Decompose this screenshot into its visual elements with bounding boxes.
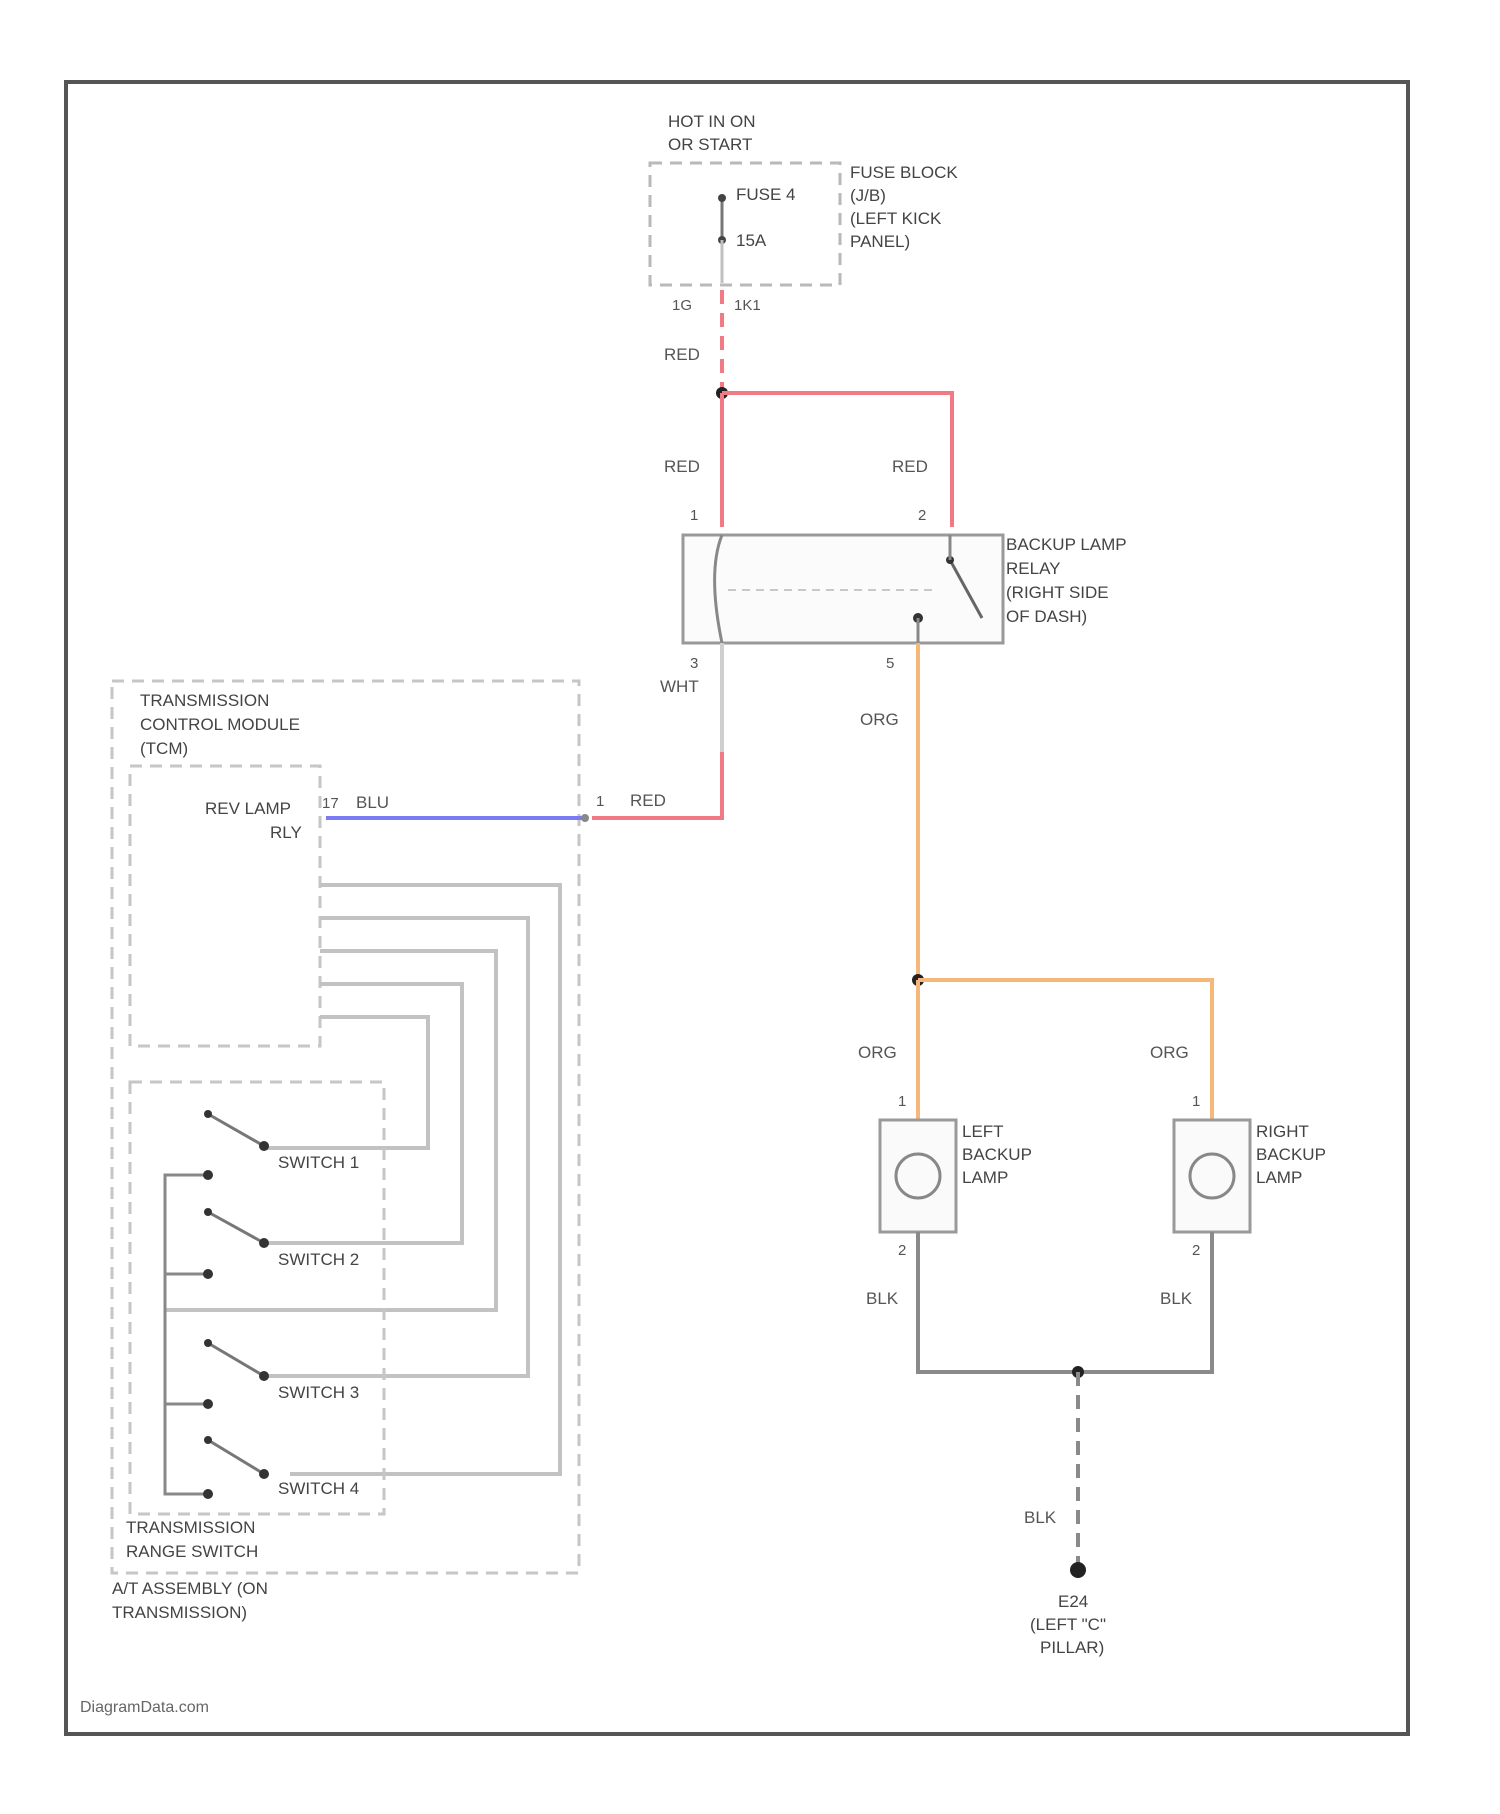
switch-1-common xyxy=(203,1170,213,1180)
switch-3-common xyxy=(203,1399,213,1409)
switch-4-arm xyxy=(208,1440,264,1474)
ground-point xyxy=(1070,1562,1086,1578)
wire-label-right-branch: RED xyxy=(892,457,928,476)
fuse-name: FUSE 4 xyxy=(736,185,796,204)
left-lamp-pin-top: 1 xyxy=(898,1093,906,1110)
wire-label-right-ground: BLK xyxy=(1160,1289,1193,1308)
tcm-label-2: CONTROL MODULE xyxy=(140,715,300,734)
fuse-connector-left: 1G xyxy=(672,297,692,314)
left-lamp-label-3: LAMP xyxy=(962,1168,1008,1187)
fuse-block-label-2: (J/B) xyxy=(850,186,886,205)
fuse-terminal-top xyxy=(718,194,726,202)
fuse-block-box xyxy=(650,163,840,285)
range-switch-label-1: TRANSMISSION xyxy=(126,1518,255,1537)
at-assembly-label-1: A/T ASSEMBLY (ON xyxy=(112,1579,268,1598)
range-switch-label-2: RANGE SWITCH xyxy=(126,1542,258,1561)
right-lamp-label-3: LAMP xyxy=(1256,1168,1302,1187)
switch-1-label: SWITCH 1 xyxy=(278,1153,359,1172)
right-lamp-label-2: BACKUP xyxy=(1256,1145,1326,1164)
switch-4-common xyxy=(203,1489,213,1499)
wire-label-to-right-lamp: ORG xyxy=(1150,1043,1189,1062)
switch-2-pivot xyxy=(204,1208,212,1216)
at-assembly-box xyxy=(112,681,579,1573)
signal-wire-4 xyxy=(262,984,462,1243)
at-assembly-label-2: TRANSMISSION) xyxy=(112,1603,247,1622)
switch-3-contact xyxy=(259,1371,269,1381)
wire-label-to-tcm: RED xyxy=(630,791,666,810)
right-lamp-label-1: RIGHT xyxy=(1256,1122,1309,1141)
switch-3-arm xyxy=(208,1343,264,1376)
tcm-label-1: TRANSMISSION xyxy=(140,691,269,710)
relay-pin-1: 1 xyxy=(690,507,698,524)
diagram-frame xyxy=(66,82,1408,1734)
power-label-line1: HOT IN ON xyxy=(668,112,756,131)
switch-4-label: SWITCH 4 xyxy=(278,1479,359,1498)
relay-pin-2: 2 xyxy=(918,507,926,524)
wire-label-fuse-out: RED xyxy=(664,345,700,364)
right-lamp-box xyxy=(1174,1120,1250,1232)
footer-watermark: DiagramData.com xyxy=(80,1699,209,1716)
ground-label-2: (LEFT "C" xyxy=(1030,1615,1106,1634)
wire-label-left-branch: RED xyxy=(664,457,700,476)
switch-3-pivot xyxy=(204,1339,212,1347)
range-switch-common xyxy=(165,1175,208,1494)
relay-label-1: BACKUP LAMP xyxy=(1006,535,1127,554)
relay-label-4: OF DASH) xyxy=(1006,607,1087,626)
wire-label-relay-out: ORG xyxy=(860,710,899,729)
wire-label-main-ground: BLK xyxy=(1024,1508,1057,1527)
right-backup-lamp: 1 2 RIGHT BACKUP LAMP xyxy=(1174,1093,1326,1259)
wire-label-relay-coil-out: WHT xyxy=(660,677,699,696)
switch-1-pivot xyxy=(204,1110,212,1118)
tcm-connector-pin: 1 xyxy=(596,793,604,810)
relay-label-2: RELAY xyxy=(1006,559,1061,578)
fuse-connector-right: 1K1 xyxy=(734,297,761,314)
tcm-connector-terminal xyxy=(581,814,589,822)
tcm-rev-lamp-line2: RLY xyxy=(270,823,302,842)
fuse-block-label-4: PANEL) xyxy=(850,232,910,251)
switch-4: SWITCH 4 xyxy=(203,1436,359,1499)
switch-1: SWITCH 1 xyxy=(203,1110,359,1180)
tcm-rev-lamp-line1: REV LAMP xyxy=(205,799,291,818)
switch-2-label: SWITCH 2 xyxy=(278,1250,359,1269)
left-backup-lamp: 1 2 LEFT BACKUP LAMP xyxy=(880,1093,1032,1259)
switch-2-common xyxy=(203,1269,213,1279)
switch-3-label: SWITCH 3 xyxy=(278,1383,359,1402)
wire-label-left-ground: BLK xyxy=(866,1289,899,1308)
fuse-rating: 15A xyxy=(736,231,767,250)
switch-2-arm xyxy=(208,1212,264,1243)
ground-label-3: PILLAR) xyxy=(1040,1638,1104,1657)
switch-4-pivot xyxy=(204,1436,212,1444)
signal-wire-5 xyxy=(262,1017,428,1148)
tcm-label-3: (TCM) xyxy=(140,739,188,758)
relay-pin-3: 3 xyxy=(690,655,698,672)
right-lamp-pin-top: 1 xyxy=(1192,1093,1200,1110)
switch-2-contact xyxy=(259,1238,269,1248)
power-label-line2: OR START xyxy=(668,135,752,154)
relay-pin-5: 5 xyxy=(886,655,894,672)
switch-1-arm xyxy=(208,1114,264,1146)
switch-4-contact xyxy=(259,1469,269,1479)
fuse-block-label-3: (LEFT KICK xyxy=(850,209,942,228)
right-lamp-pin-bottom: 2 xyxy=(1192,1242,1200,1259)
relay-label-3: (RIGHT SIDE xyxy=(1006,583,1109,602)
wire-label-tcm-blu: BLU xyxy=(356,793,389,812)
left-lamp-pin-bottom: 2 xyxy=(898,1242,906,1259)
tcm-pin-17: 17 xyxy=(322,795,339,812)
left-lamp-label-2: BACKUP xyxy=(962,1145,1032,1164)
wire-label-to-left-lamp: ORG xyxy=(858,1043,897,1062)
switch-1-contact xyxy=(259,1141,269,1151)
left-lamp-box xyxy=(880,1120,956,1232)
signal-wires xyxy=(165,885,560,1474)
ground-label-1: E24 xyxy=(1058,1592,1088,1611)
left-lamp-label-1: LEFT xyxy=(962,1122,1004,1141)
fuse-block-label-1: FUSE BLOCK xyxy=(850,163,958,182)
